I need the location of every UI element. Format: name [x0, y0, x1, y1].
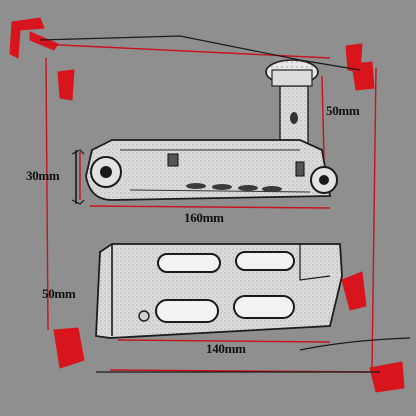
dim-line-part-length [89, 205, 331, 209]
red-mark-left-lower [53, 327, 85, 369]
dim-line-knob-height [321, 75, 325, 161]
red-mark-top-left-2 [29, 31, 59, 51]
clamp-body [85, 139, 332, 201]
bracket-screw [138, 310, 150, 322]
red-mark-top-left [9, 17, 45, 59]
bracket-slot-4 [233, 295, 295, 319]
clamp-part [85, 59, 338, 201]
sketch-strokes [39, 35, 411, 373]
red-mark-right-lower [341, 271, 367, 311]
bracket-slot-2 [235, 251, 295, 271]
knob-screw [290, 112, 298, 124]
bracket-length-label: 140mm [206, 341, 246, 356]
part-length-label: 160mm [184, 210, 224, 225]
bracket-slot-3 [155, 299, 219, 323]
red-mark-right-upper-2 [351, 61, 375, 91]
bracket-plate [95, 243, 343, 339]
dim-line-left-vertical [45, 57, 49, 331]
dim-line-bracket-length [117, 339, 331, 343]
red-mark-bottom-right [369, 361, 405, 393]
dim-line-right-vertical [371, 67, 377, 371]
part-height-label: 30mm [26, 168, 60, 183]
bracket-height-label: 50mm [42, 286, 76, 301]
red-corner-marks [9, 17, 405, 393]
dim-line-top [39, 43, 331, 59]
knob-height-label: 50mm [326, 103, 360, 118]
red-mark-left-upper [57, 69, 75, 101]
bracket-slot-1 [157, 253, 221, 273]
